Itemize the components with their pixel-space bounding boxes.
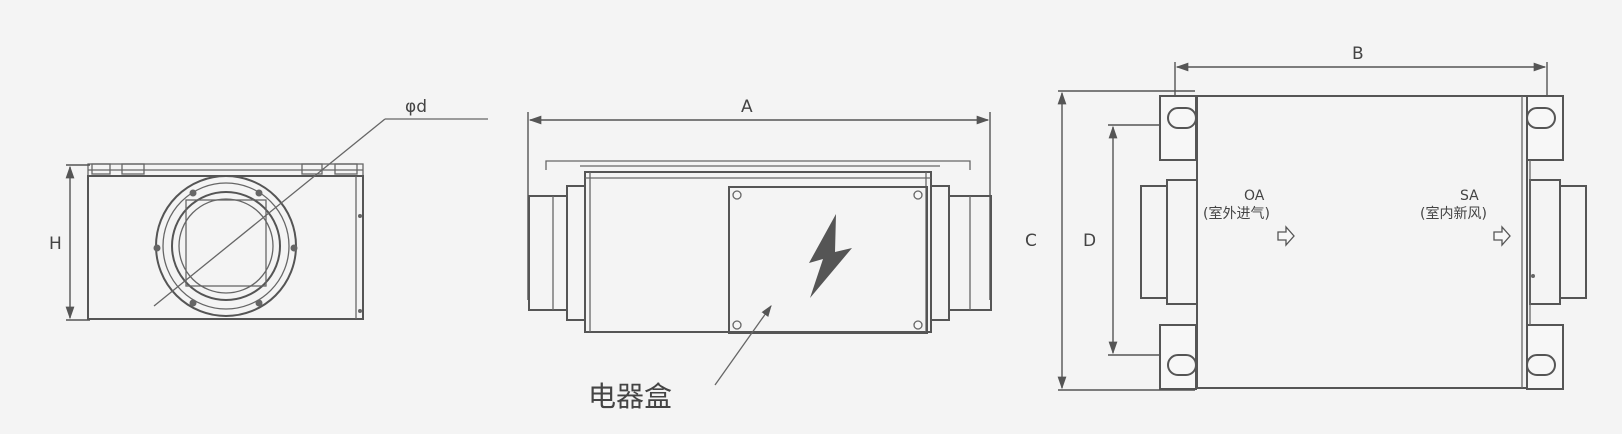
c-label: C	[1025, 231, 1037, 251]
lightning-icon	[809, 214, 852, 298]
side-view: A 电器盒	[527, 97, 992, 413]
sa-code-label: SA	[1460, 188, 1479, 204]
mounting-bracket	[1526, 95, 1564, 390]
d-label: D	[1083, 231, 1096, 251]
electrical-box-label: 电器盒	[588, 380, 672, 413]
length-label: A	[741, 97, 753, 117]
height-label: H	[49, 234, 62, 254]
oa-code-label: OA	[1244, 188, 1265, 204]
top-view: B C D	[1025, 44, 1587, 391]
sa-text-label: (室内新风)	[1420, 205, 1487, 222]
diameter-label: φd	[405, 97, 427, 117]
outflow-arrow-icon	[1493, 225, 1511, 247]
width-label: B	[1352, 44, 1364, 64]
inflow-arrow-icon	[1277, 225, 1295, 247]
mounting-bracket	[1159, 95, 1197, 390]
front-view: φd H	[49, 97, 488, 321]
oa-text-label: (室外进气)	[1203, 205, 1270, 222]
